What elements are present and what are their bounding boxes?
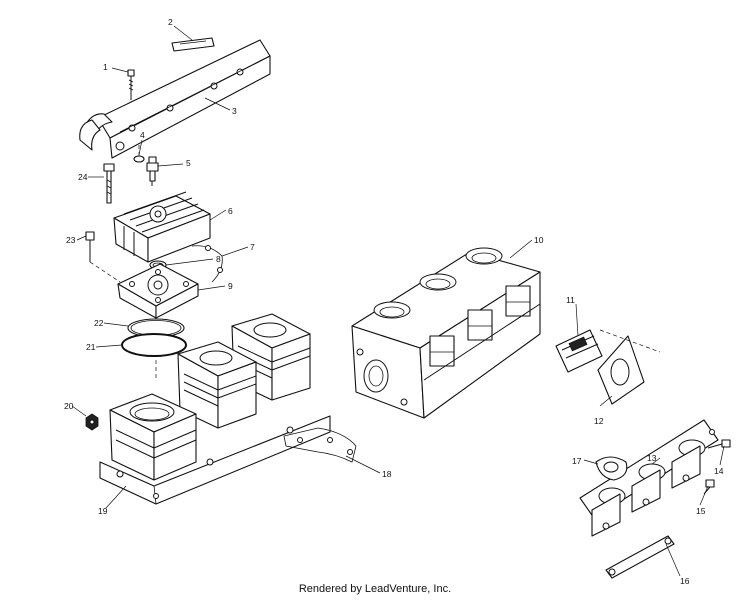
part-head-cover[interactable] (113, 191, 211, 263)
part-intake-gasket[interactable] (595, 456, 628, 481)
callout-15: 15 (696, 506, 706, 516)
part-reed-spacer[interactable] (597, 329, 661, 405)
callout-23: 23 (66, 235, 76, 245)
callout-7: 7 (250, 242, 255, 252)
callout-10: 10 (534, 235, 544, 245)
callout-13: 13 (647, 453, 657, 463)
callout-21: 21 (86, 342, 96, 352)
part-large-o-ring-lower[interactable] (121, 333, 187, 357)
part-spark-plug[interactable] (146, 156, 159, 186)
part-base-gasket[interactable] (283, 427, 357, 463)
callout-4: 4 (140, 130, 145, 140)
leader-lines (71, 25, 725, 577)
callout-8: 8 (216, 254, 221, 264)
part-exhaust-manifold[interactable] (79, 39, 271, 159)
part-side-bolt[interactable] (85, 231, 121, 283)
callout-22: 22 (94, 318, 104, 328)
callout-1: 1 (103, 62, 108, 72)
callout-9: 9 (228, 281, 233, 291)
callout-2: 2 (168, 17, 173, 27)
callout-16: 16 (680, 576, 690, 586)
part-bracket-strap[interactable] (605, 535, 675, 579)
callout-18: 18 (382, 469, 392, 479)
callout-19: 19 (98, 506, 108, 516)
part-crankcase[interactable] (351, 247, 541, 419)
callout-24: 24 (78, 172, 88, 182)
callout-12: 12 (594, 416, 604, 426)
part-bolt-top[interactable] (127, 69, 135, 100)
callout-17: 17 (572, 456, 582, 466)
callout-labels: 1 2 3 4 5 6 7 8 9 10 11 12 13 14 15 16 1… (64, 17, 724, 586)
footer-credit: Rendered by LeadVenture, Inc. (298, 583, 452, 595)
callout-20: 20 (64, 401, 74, 411)
part-long-bolt[interactable] (103, 163, 115, 204)
part-decal[interactable] (171, 37, 215, 52)
part-washer[interactable] (133, 145, 145, 163)
callout-3: 3 (232, 106, 237, 116)
part-manifold-bolt-right[interactable] (707, 439, 731, 449)
part-nut[interactable] (85, 413, 99, 431)
callout-11: 11 (566, 295, 575, 305)
part-cylinder-block[interactable] (99, 313, 331, 505)
part-intake-manifold[interactable] (579, 419, 719, 537)
part-reed-valve[interactable] (555, 329, 603, 373)
callout-5: 5 (186, 158, 191, 168)
callout-6: 6 (228, 206, 233, 216)
part-cylinder-head[interactable] (117, 263, 199, 380)
callout-14: 14 (714, 466, 724, 476)
